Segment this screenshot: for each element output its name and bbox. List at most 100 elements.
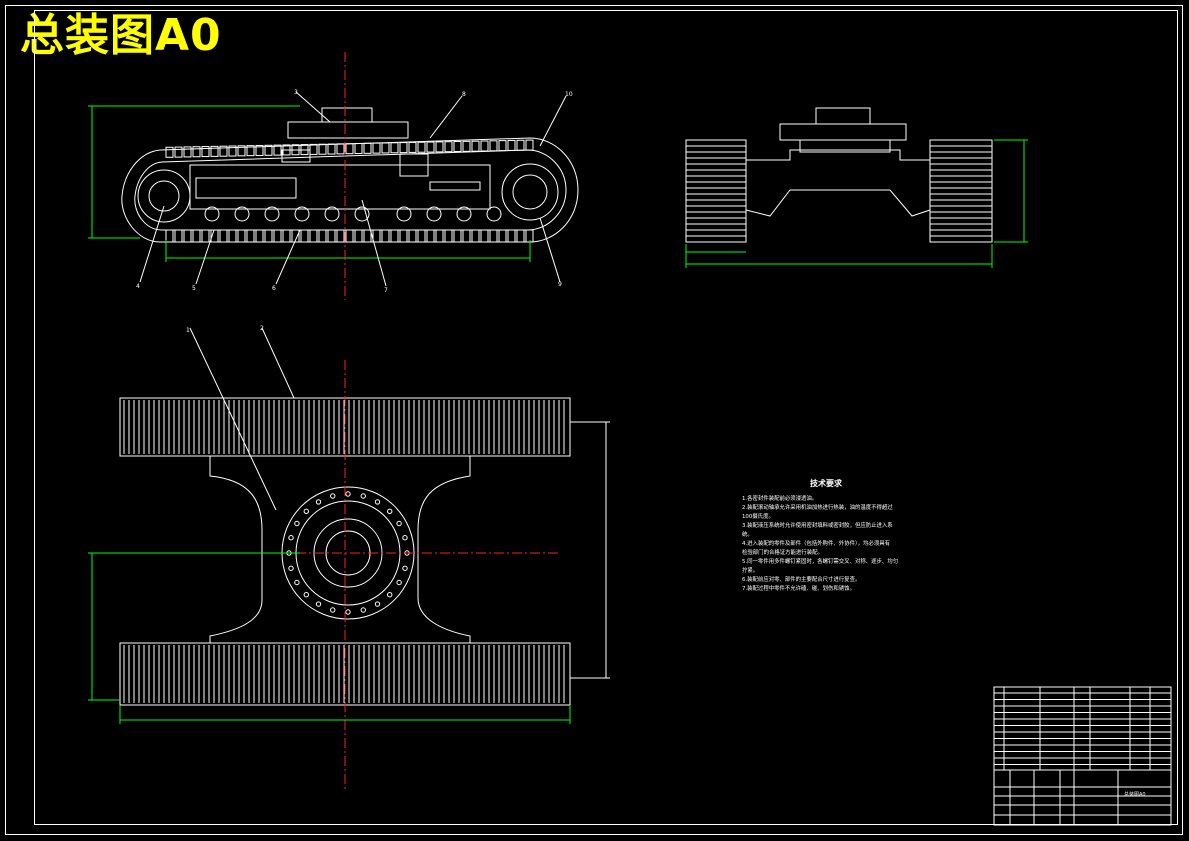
- bolt-hole: [345, 609, 351, 615]
- balloon-2: 2: [260, 325, 264, 332]
- tech-req-item: 3.装配液压系统时允许使用密封填料或密封胶，但应防止进入系: [742, 521, 893, 529]
- track-link: [228, 229, 237, 243]
- right-track-end: [929, 139, 993, 243]
- title-block-frame: [993, 686, 1172, 826]
- balloon-7: 7: [384, 287, 388, 294]
- track-roller: [264, 206, 280, 222]
- parts-list-grid: [994, 687, 1171, 825]
- track-link: [183, 146, 192, 158]
- bolt-hole: [360, 607, 366, 613]
- bolt-hole: [374, 601, 381, 607]
- track-link: [408, 141, 417, 153]
- tech-req-item: 拧紧。: [742, 566, 758, 574]
- track-link: [381, 229, 390, 243]
- track-link: [192, 146, 201, 158]
- track-roller: [426, 206, 442, 222]
- drawing-title: 总装图A0: [20, 10, 222, 61]
- track-link: [165, 229, 174, 243]
- track-link: [444, 229, 453, 243]
- tech-req-item: 4.进入装配的零件及部件（包括外购件、外协件），均必须具有: [742, 539, 891, 547]
- track-link: [480, 229, 489, 243]
- track-link: [345, 143, 354, 155]
- track-link: [183, 229, 192, 243]
- balloon-4: 4: [136, 283, 140, 290]
- tech-req-item: 检验部门的合格证方能进行装配。: [742, 548, 823, 556]
- track-link: [480, 140, 489, 152]
- track-link: [363, 142, 372, 154]
- track-link: [327, 143, 336, 155]
- tech-req-item: 1.各密封件装配前必须浸透油。: [742, 494, 817, 502]
- tech-req-item: 100摄氏度。: [742, 512, 774, 520]
- center-frame-end: [745, 149, 931, 217]
- tech-req-heading: 技术要求: [810, 478, 843, 488]
- track-link: [498, 229, 507, 243]
- title-block-drawing-no: 总装图A0: [1124, 791, 1146, 798]
- track-link: [345, 229, 354, 243]
- slewing-bearing-inner: [295, 500, 401, 606]
- left-track-end: [685, 139, 747, 243]
- balloon-5: 5: [192, 285, 196, 292]
- track-link: [210, 229, 219, 243]
- track-roller: [324, 206, 340, 222]
- bolt-hole: [360, 493, 366, 499]
- balloon-8: 8: [462, 91, 466, 98]
- track-roller: [486, 206, 502, 222]
- track-link: [246, 229, 255, 243]
- track-link: [246, 145, 255, 157]
- track-link: [309, 229, 318, 243]
- track-link: [444, 141, 453, 153]
- slewing-hub-side: [321, 107, 373, 123]
- top-view: 1 2: [88, 325, 610, 790]
- drive-sprocket: [501, 163, 559, 221]
- idler-wheel: [137, 169, 191, 223]
- outer-sheet-border: [5, 5, 1183, 835]
- track-roller: [234, 206, 250, 222]
- track-link: [237, 145, 246, 157]
- track-link: [201, 229, 210, 243]
- track-link: [291, 229, 300, 243]
- bolt-hole: [288, 535, 294, 541]
- track-link: [462, 229, 471, 243]
- bolt-hole: [330, 493, 336, 499]
- track-link: [507, 139, 516, 151]
- end-view: [685, 107, 1028, 268]
- track-link: [462, 140, 471, 152]
- inner-drawing-frame: [34, 10, 1178, 825]
- track-roller: [204, 206, 220, 222]
- carrier-block-left: [281, 149, 311, 163]
- bolt-hole: [387, 592, 393, 598]
- track-link: [174, 229, 183, 243]
- track-link: [516, 229, 525, 243]
- track-roller: [456, 206, 472, 222]
- track-link: [399, 229, 408, 243]
- tech-req-list: 1.各密封件装配前必须浸透油。2.装配滚动轴承允许采用机油加热进行热装，油的温度…: [742, 494, 898, 592]
- slewing-ring-end: [779, 123, 907, 141]
- idler-hub: [148, 180, 180, 212]
- track-link: [399, 142, 408, 154]
- track-link: [498, 140, 507, 152]
- track-link: [210, 145, 219, 157]
- track-chain-inner: [134, 149, 567, 231]
- track-link: [318, 229, 327, 243]
- bolt-hole: [303, 508, 309, 514]
- track-shoe-hatching: [123, 400, 565, 703]
- track-link: [381, 142, 390, 154]
- track-link: [201, 146, 210, 158]
- balloon-6: 6: [272, 285, 276, 292]
- track-link: [516, 139, 525, 151]
- tech-req-item: 统。: [742, 530, 753, 538]
- track-link: [282, 229, 291, 243]
- slewing-hub-end: [815, 107, 871, 125]
- balloon-3: 3: [294, 89, 298, 96]
- track-link: [336, 143, 345, 155]
- track-link: [264, 144, 273, 156]
- track-link: [372, 229, 381, 243]
- track-link: [237, 229, 246, 243]
- bolt-hole: [374, 499, 381, 505]
- balloon-10: 10: [565, 91, 573, 98]
- track-link: [489, 229, 498, 243]
- track-link: [273, 229, 282, 243]
- frame-slot: [429, 181, 481, 191]
- track-link: [318, 143, 327, 155]
- track-link: [264, 229, 273, 243]
